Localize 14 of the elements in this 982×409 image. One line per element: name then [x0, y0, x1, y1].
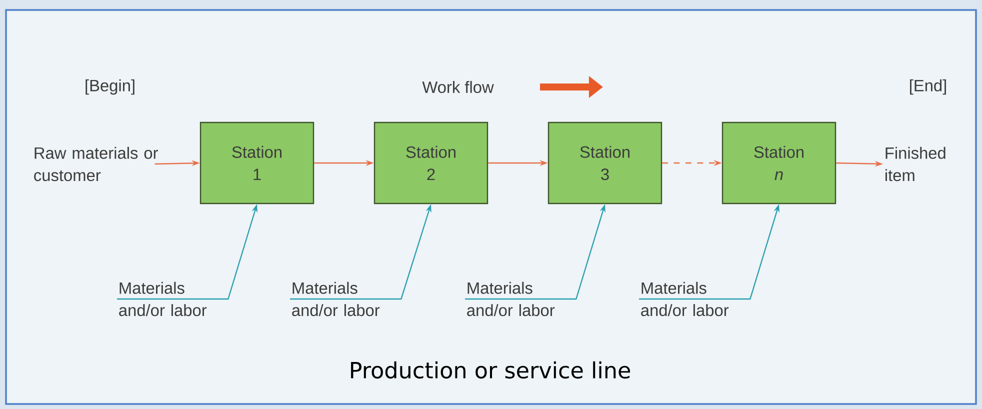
caption: Production or service line	[351, 361, 630, 379]
station-box: Station 1	[200, 122, 314, 204]
flow-text: Raw materials or customer	[34, 146, 158, 182]
input-text: Materials and/or labor	[119, 282, 207, 316]
bracket-label: [End]	[910, 79, 946, 95]
flow-label: Work flow	[422, 80, 494, 94]
flow-text: Finished item	[886, 146, 946, 182]
station-box: Station 3	[548, 122, 662, 204]
input-text: Materials and/or labor	[467, 282, 555, 316]
input-text: Materials and/or labor	[292, 282, 380, 316]
bracket-label: [Begin]	[86, 79, 134, 95]
input-text: Materials and/or labor	[641, 282, 729, 316]
station-box: Station 2	[374, 122, 488, 204]
station-box: Station n	[722, 122, 836, 204]
